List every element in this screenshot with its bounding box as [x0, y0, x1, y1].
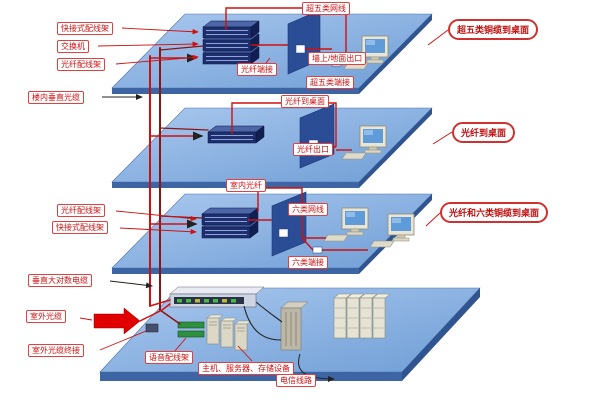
label-cat5e-cable: 超五类网线	[302, 2, 350, 16]
floor1-slab	[111, 13, 433, 94]
label-cat5e-termination: 超五类端接	[306, 76, 354, 90]
label-wall-floor-outlet: 墙上/地面出口	[308, 52, 367, 66]
label-telecom-lines: 电信线路	[276, 374, 316, 388]
label-f1-quick-patch: 快接式配线架	[57, 22, 113, 36]
label-voice-patch-panel: 语音配线架	[145, 351, 193, 365]
callout-cat5e-to-desktop: 超五类铜缆到桌面	[448, 19, 539, 40]
label-f3-quick-patch: 快接式配线架	[52, 221, 108, 235]
pointer-arrows-black	[102, 94, 335, 382]
label-f3-fiber-patch: 光纤配线架	[57, 204, 105, 218]
callout-fiber-cat6-to-desktop: 光纤和六类铜缆到桌面	[440, 202, 549, 223]
label-cat6-termination: 六类端接	[288, 256, 328, 270]
label-indoor-fiber: 室内光纤	[226, 179, 266, 193]
label-f1-switch: 交换机	[57, 40, 89, 54]
label-outdoor-fiber-term: 室外光缆终接	[28, 344, 84, 358]
label-fiber-outlet: 光纤出口	[293, 143, 333, 157]
basement-patch-panel	[169, 286, 265, 308]
label-outdoor-fiber: 室外光缆	[26, 310, 66, 324]
pointer-lines-red	[79, 27, 453, 362]
storage-racks	[333, 293, 391, 339]
callout-fiber-to-desktop: 光纤到桌面	[452, 122, 516, 143]
label-cat6-cable: 六类网线	[288, 203, 328, 217]
label-fiber-termination: 光纤端接	[237, 63, 277, 77]
label-fiber-to-desktop-cable: 光纤到桌面	[281, 95, 329, 109]
label-servers-storage: 主机、服务器、存储设备	[198, 362, 294, 376]
outdoor-fiber-arrow	[93, 307, 159, 335]
basement-cables	[243, 301, 283, 341]
label-vertical-copper: 垂直大对数电缆	[28, 274, 92, 288]
floor1-rack	[202, 20, 260, 65]
voice-patch-panel	[177, 321, 205, 338]
label-f1-fiber-patch: 光纤配线架	[57, 58, 105, 72]
floor3-rack	[201, 207, 259, 239]
floor2-switch	[207, 125, 265, 144]
label-vertical-fiber: 楼内垂直光缆	[28, 91, 84, 105]
equipment-cabinet	[280, 301, 309, 351]
